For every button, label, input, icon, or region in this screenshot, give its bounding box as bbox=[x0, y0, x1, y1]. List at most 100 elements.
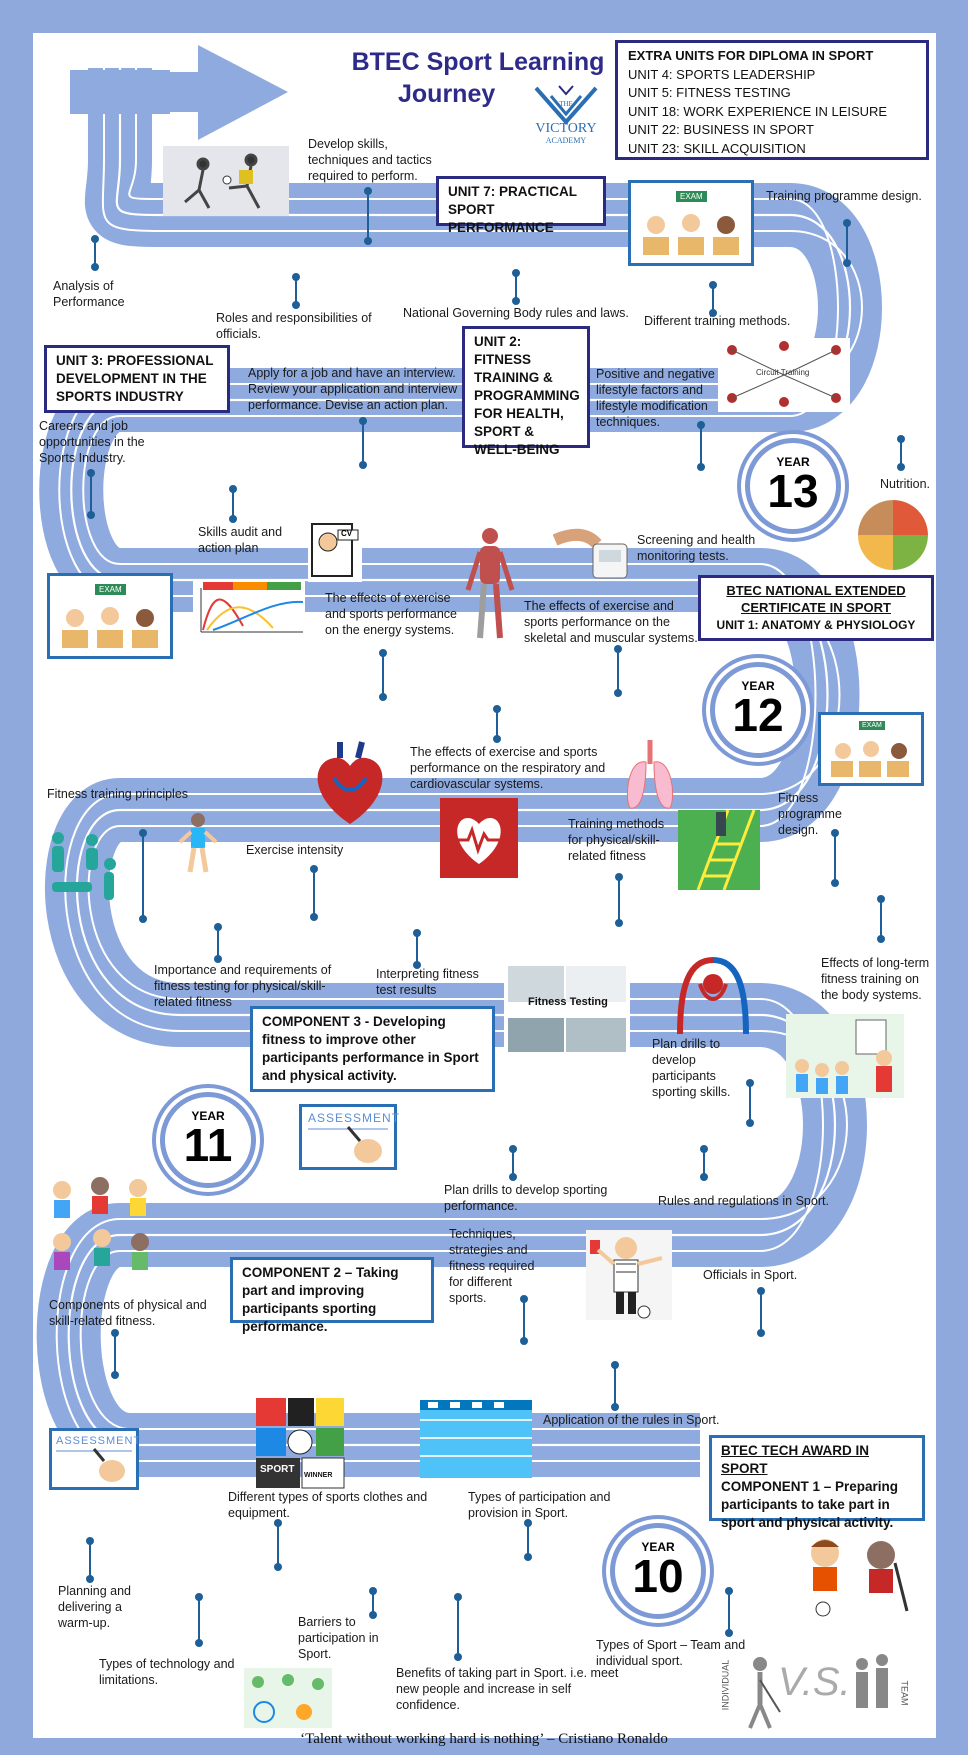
label-screening: Screening and health monitoring tests. bbox=[637, 533, 756, 563]
cartoon-athletes-image bbox=[795, 1533, 913, 1617]
exam-classroom-image: EXAM bbox=[47, 573, 173, 659]
pin bbox=[520, 1295, 528, 1345]
label-ngb-rules: National Governing Body rules and laws. bbox=[403, 306, 629, 320]
label-technology: Types of technology and limitations. bbox=[99, 1657, 235, 1687]
label-apply-job: Apply for a job and have an interview. R… bbox=[248, 366, 458, 412]
pin bbox=[700, 1145, 708, 1181]
pin bbox=[512, 269, 520, 305]
sports-equipment-collage: SPORT WINNER bbox=[254, 1396, 346, 1490]
tech-award-box: BTEC TECH AWARD IN SPORT COMPONENT 1 – P… bbox=[709, 1435, 925, 1530]
pin bbox=[614, 645, 622, 697]
pin bbox=[364, 187, 372, 245]
academy-logo: THE VICTORY ACADEMY bbox=[522, 82, 610, 154]
coach-kids-image bbox=[786, 1014, 904, 1098]
label-develop-skills: Develop skills, techniques and tactics r… bbox=[308, 137, 432, 183]
page-title: BTEC Sport Learning Journey bbox=[351, 48, 605, 108]
fitness-figures-image bbox=[42, 828, 122, 904]
pin bbox=[229, 485, 237, 523]
label-application-rules: Application of the rules in Sport. bbox=[543, 1413, 720, 1427]
footer-quote: ‘Talent without working hard is nothing’… bbox=[300, 1731, 668, 1747]
label-techniques: Techniques, strategies and fitness requi… bbox=[449, 1227, 535, 1305]
label-importance-testing: Importance and requirements of fitness t… bbox=[154, 963, 332, 1009]
label-officials: Officials in Sport. bbox=[703, 1268, 798, 1282]
label-training-design: Training programme design. bbox=[766, 189, 922, 203]
label-types-sport: Types of Sport – Team and individual spo… bbox=[596, 1638, 746, 1668]
pin bbox=[746, 1079, 754, 1127]
nutrition-food-image bbox=[858, 500, 928, 570]
label-analysis: Analysis of Performance bbox=[53, 279, 125, 309]
label-energy-systems: The effects of exercise and sports perfo… bbox=[325, 591, 458, 637]
label-benefits: Benefits of taking part in Sport. i.e. m… bbox=[396, 1666, 619, 1712]
football-players-image bbox=[163, 146, 289, 216]
pin bbox=[379, 649, 387, 701]
kids-sports-image bbox=[40, 1172, 158, 1288]
agility-ladder-image bbox=[678, 809, 760, 891]
circulatory-system-image bbox=[660, 954, 766, 1035]
component3-box: COMPONENT 3 - Developing fitness to impr… bbox=[250, 1006, 495, 1092]
pin bbox=[897, 435, 905, 471]
unit2-box: UNIT 2: FITNESS TRAINING & PROGRAMMING F… bbox=[462, 326, 590, 457]
label-fitness-principles: Fitness training principles bbox=[47, 787, 189, 801]
unit-item: UNIT 18: WORK EXPERIENCE IN LEISURE bbox=[628, 103, 888, 119]
assessment-image: ASSESSMENT bbox=[49, 1428, 140, 1490]
pin bbox=[611, 1361, 619, 1411]
victory-logo-icon bbox=[534, 85, 598, 126]
swimming-pool-image bbox=[420, 1400, 532, 1478]
pin bbox=[195, 1593, 203, 1647]
energy-systems-graph bbox=[193, 580, 305, 650]
pin bbox=[877, 895, 885, 943]
label-skills-audit: Skills audit and action plan bbox=[198, 525, 283, 555]
unit-item: UNIT 5: FITNESS TESTING bbox=[628, 85, 791, 100]
label-roles-officials: Roles and responsibilities of officials. bbox=[216, 311, 372, 341]
lungs-image bbox=[622, 738, 678, 814]
label-plan-drills-perf: Plan drills to develop sporting performa… bbox=[444, 1183, 608, 1213]
national-certificate-box: BTEC NATIONAL EXTENDED CERTIFICATE IN SP… bbox=[698, 575, 934, 641]
heartbeat-icon bbox=[440, 798, 518, 878]
component2-box: COMPONENT 2 – Taking part and improving … bbox=[230, 1257, 434, 1334]
cv-person-image: CV bbox=[308, 520, 362, 582]
pin bbox=[91, 235, 99, 271]
exercise-intensity-image bbox=[178, 812, 218, 876]
pin bbox=[615, 873, 623, 927]
label-long-term: Effects of long-term fitness training on… bbox=[821, 956, 930, 1002]
pin bbox=[111, 1329, 119, 1379]
pin bbox=[139, 829, 147, 923]
extra-units-heading: EXTRA UNITS FOR DIPLOMA IN SPORT bbox=[628, 48, 874, 63]
blood-pressure-monitor-image bbox=[552, 522, 631, 584]
pin bbox=[493, 705, 501, 743]
label-warmup: Planning and delivering a warm-up. bbox=[58, 1584, 131, 1630]
pin bbox=[87, 469, 95, 519]
label-skeletal: The effects of exercise and sports perfo… bbox=[524, 599, 698, 645]
pin bbox=[274, 1519, 282, 1571]
pin bbox=[214, 923, 222, 963]
unit3-box: UNIT 3: PROFESSIONAL DEVELOPMENT IN THE … bbox=[44, 345, 230, 413]
label-plan-drills-dev: Plan drills to develop participants spor… bbox=[652, 1037, 731, 1099]
pin bbox=[831, 829, 839, 887]
label-training-methods: Training methods for physical/skill-rela… bbox=[568, 817, 665, 863]
pin bbox=[359, 417, 367, 469]
label-respiratory: The effects of exercise and sports perfo… bbox=[410, 745, 606, 791]
assessment-image: ASSESSMENT bbox=[299, 1104, 399, 1170]
pin bbox=[413, 929, 421, 969]
label-participation: Types of participation and provision in … bbox=[468, 1490, 611, 1520]
exam-classroom-image: EXAM bbox=[818, 712, 924, 786]
fitness-testing-collage: Fitness Testing bbox=[504, 964, 630, 1056]
referee-image bbox=[586, 1230, 672, 1320]
pin bbox=[709, 281, 717, 317]
skeleton-muscle-image bbox=[462, 526, 518, 642]
unit-item: UNIT 4: SPORTS LEADERSHIP bbox=[628, 66, 816, 82]
pin bbox=[292, 273, 300, 309]
unit-item: UNIT 23: SKILL ACQUISITION bbox=[628, 140, 806, 156]
pin bbox=[86, 1537, 94, 1583]
heart-diagram-image bbox=[300, 738, 400, 830]
individual-vs-team-graphic: INDIVIDUAL V.S. TEAM bbox=[712, 1650, 922, 1730]
pin bbox=[725, 1587, 733, 1637]
exam-classroom-image: EXAM bbox=[628, 180, 754, 266]
label-lifestyle: Positive and negative lifestyle factors … bbox=[596, 367, 715, 429]
label-barriers: Barriers to participation in Sport. bbox=[298, 1615, 379, 1661]
